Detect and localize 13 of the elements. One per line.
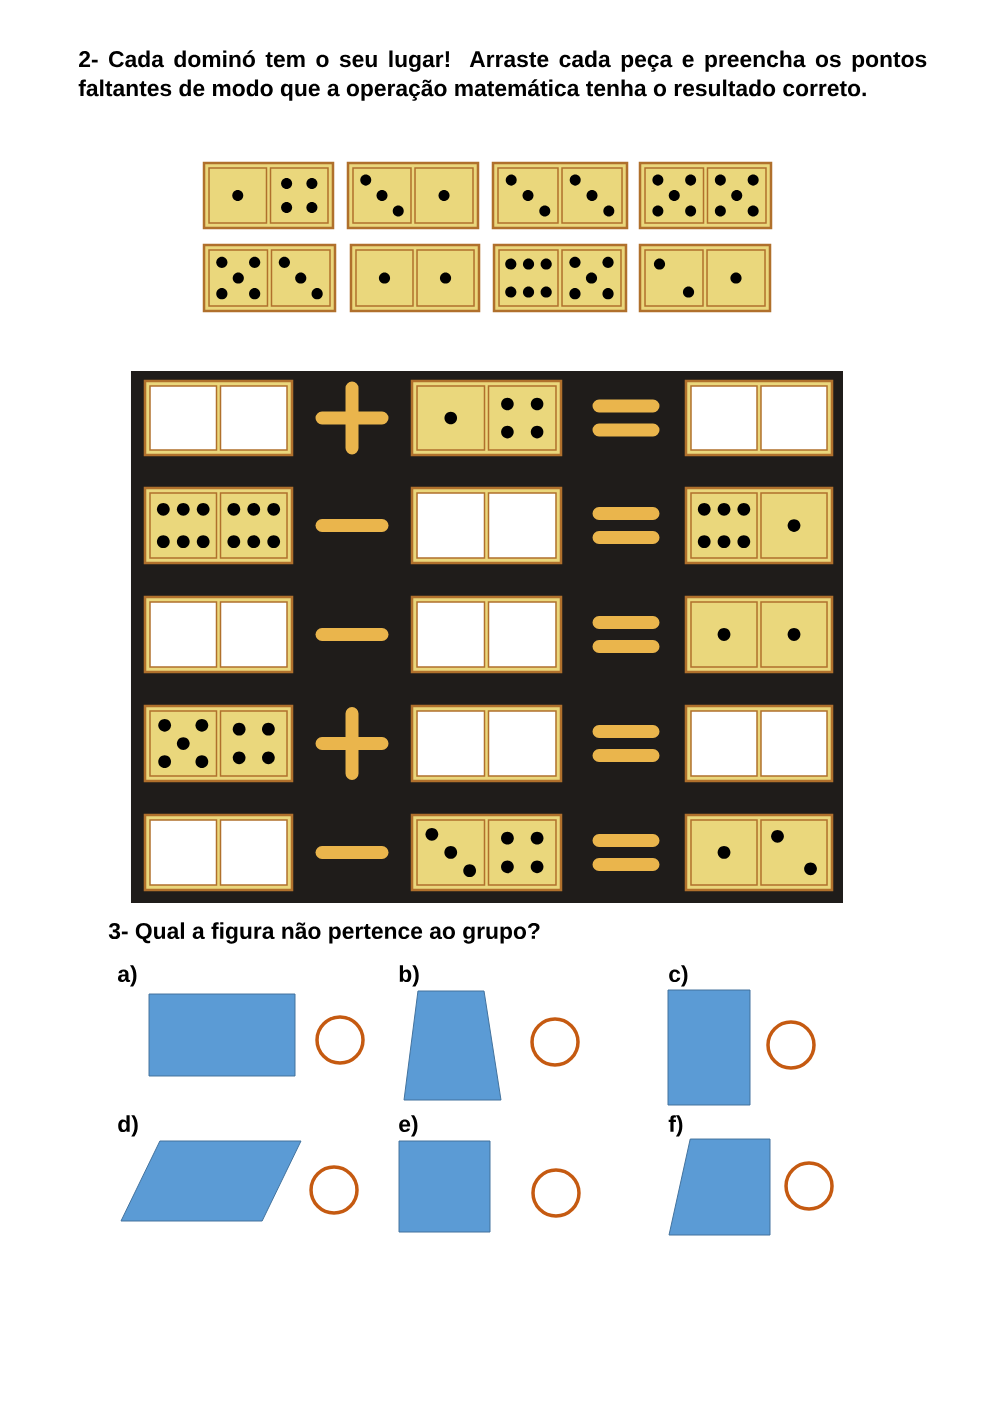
option-letter: e) [399, 1115, 418, 1137]
option-letter: d) [118, 1115, 138, 1137]
parallelogram-shape [120, 1140, 302, 1222]
question-heading: 2- Cada dominó tem o seu lugar! Arraste cada peça e preencha os pontos faltantes de modo que a operação matemática tenha o resultado correto. [78, 50, 927, 101]
rectangle-shape [667, 989, 751, 1106]
rectangle-shape [148, 993, 296, 1077]
question-text: 3- Qual a figura não pertence ao grupo? [108, 922, 540, 944]
trapezoid-shape [668, 1138, 771, 1236]
option-letter: a) [117, 965, 137, 987]
option-letter: b) [399, 965, 419, 987]
square-shape [398, 1140, 491, 1233]
trapezoid-shape [403, 990, 502, 1101]
option-letter: f) [668, 1115, 683, 1137]
